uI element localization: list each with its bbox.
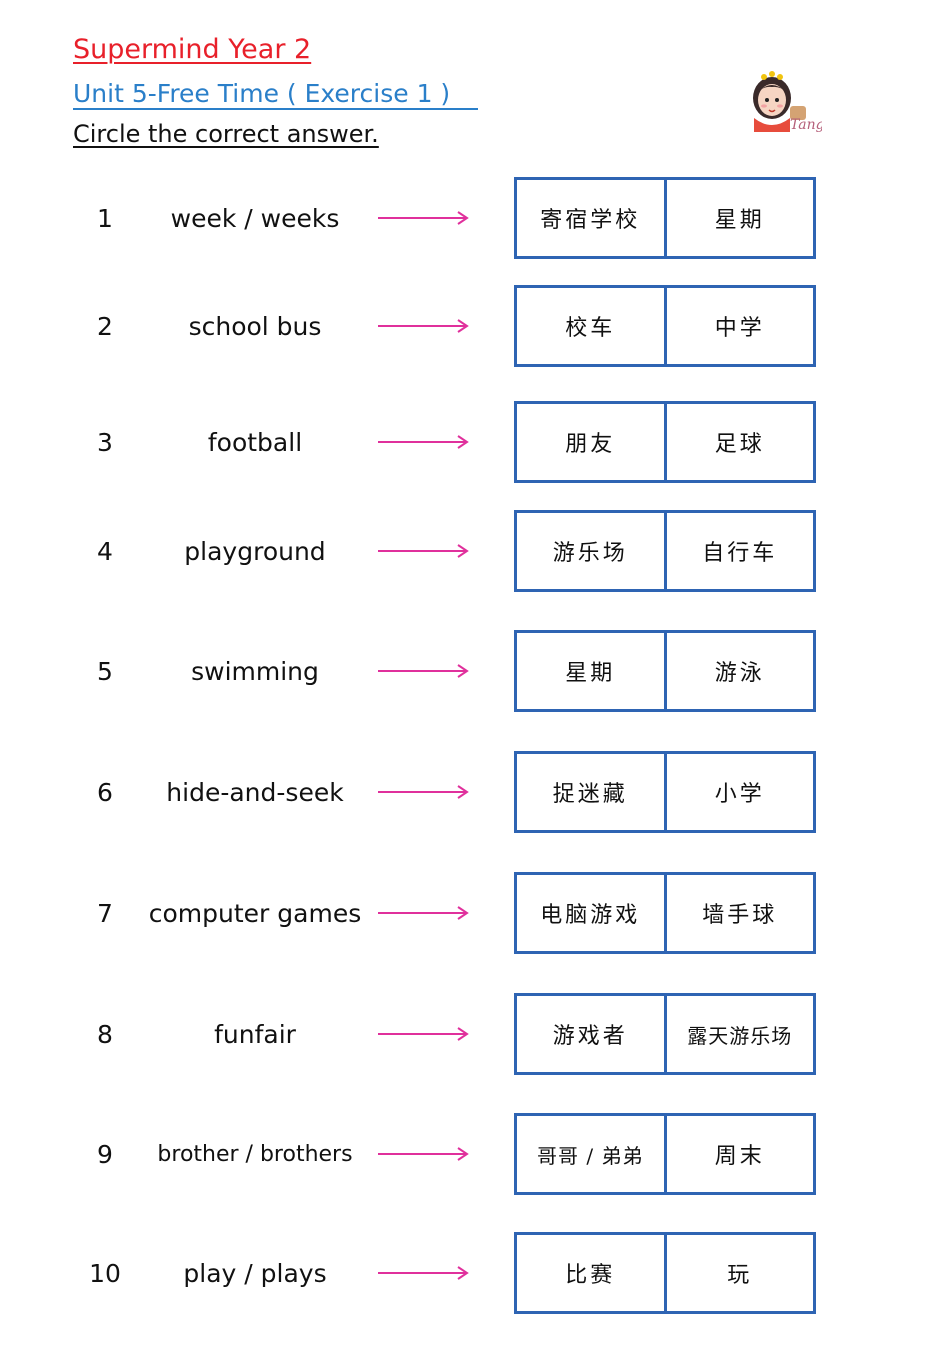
question-number: 4 [97, 536, 113, 566]
arrow-right-icon [378, 544, 469, 558]
answer-option-a[interactable]: 校车 [517, 288, 667, 364]
english-word: school bus [188, 311, 322, 341]
question-number: 9 [97, 1139, 113, 1169]
answer-choices: 寄宿学校 星期 [514, 177, 816, 259]
answer-choices: 校车 中学 [514, 285, 816, 367]
answer-choices: 捉迷藏 小学 [514, 751, 816, 833]
answer-choices: 朋友 足球 [514, 401, 816, 483]
english-word: swimming [191, 656, 319, 686]
exercise-row: 9 brother / brothers 哥哥 / 弟弟 周末 [0, 1113, 938, 1195]
answer-option-a[interactable]: 电脑游戏 [517, 875, 667, 951]
arrow-right-icon [378, 1027, 469, 1041]
arrow-right-icon [378, 435, 469, 449]
english-word: playground [184, 536, 326, 566]
answer-option-b[interactable]: 足球 [714, 432, 765, 457]
arrow-right-icon [378, 664, 469, 678]
answer-option-b[interactable]: 墙手球 [702, 903, 778, 928]
question-number: 10 [89, 1258, 121, 1288]
exercise-row: 3 football 朋友 足球 [0, 401, 938, 483]
worksheet-title: Supermind Year 2 [73, 34, 312, 65]
answer-option-b[interactable]: 游泳 [714, 661, 765, 686]
logo-text: Tang [790, 117, 822, 132]
english-word: brother / brothers [157, 1141, 353, 1167]
question-number: 2 [97, 311, 113, 341]
answer-option-b[interactable]: 周末 [714, 1144, 765, 1169]
english-word: computer games [148, 898, 362, 928]
answer-option-b[interactable]: 自行车 [702, 541, 778, 566]
answer-choices: 游戏者露天游乐场 [514, 993, 816, 1075]
english-word: football [207, 427, 303, 457]
answer-option-a[interactable]: 星期 [517, 633, 667, 709]
arrow-right-icon [378, 906, 469, 920]
question-number: 1 [97, 203, 113, 233]
question-number: 5 [97, 656, 113, 686]
exercise-row: 6 hide-and-seek 捉迷藏 小学 [0, 751, 938, 833]
english-word: week / weeks [170, 203, 340, 233]
english-word: funfair [214, 1019, 296, 1049]
answer-option-a[interactable]: 寄宿学校 [517, 180, 667, 256]
question-number: 6 [97, 777, 113, 807]
answer-option-a[interactable]: 哥哥 / 弟弟 [517, 1116, 667, 1192]
arrow-right-icon [378, 1147, 469, 1161]
exercise-row: 2 school bus 校车 中学 [0, 285, 938, 367]
exercise-row: 5 swimming 星期 游泳 [0, 630, 938, 712]
arrow-right-icon [378, 211, 469, 225]
answer-choices: 星期 游泳 [514, 630, 816, 712]
question-number: 7 [97, 898, 113, 928]
english-word: hide-and-seek [166, 777, 344, 807]
answer-option-a[interactable]: 捉迷藏 [517, 754, 667, 830]
arrow-right-icon [378, 1266, 469, 1280]
exercise-row: 8 funfair 游戏者露天游乐场 [0, 993, 938, 1075]
answer-option-a[interactable]: 游乐场 [517, 513, 667, 589]
exercise-row: 1 week / weeks 寄宿学校 星期 [0, 177, 938, 259]
answer-choices: 哥哥 / 弟弟 周末 [514, 1113, 816, 1195]
answer-choices: 电脑游戏 墙手球 [514, 872, 816, 954]
instruction-text: Circle the correct answer. [73, 120, 379, 148]
answer-option-a[interactable]: 比赛 [517, 1235, 667, 1311]
answer-option-b[interactable]: 中学 [714, 316, 765, 341]
teacher-logo-icon: Tang [753, 71, 822, 132]
question-number: 8 [97, 1019, 113, 1049]
answer-option-b[interactable]: 小学 [714, 782, 765, 807]
answer-choices: 比赛 玩 [514, 1232, 816, 1314]
question-number: 3 [97, 427, 113, 457]
arrow-right-icon [378, 785, 469, 799]
exercise-row: 4 playground 游乐场 自行车 [0, 510, 938, 592]
unit-heading: Unit 5-Free Time ( Exercise 1 ) [73, 80, 478, 110]
answer-option-a[interactable]: 朋友 [517, 404, 667, 480]
answer-option-a[interactable]: 游戏者 [517, 996, 667, 1072]
exercise-row: 10 play / plays 比赛 玩 [0, 1232, 938, 1314]
exercise-row: 7 computer games 电脑游戏 墙手球 [0, 872, 938, 954]
answer-option-b[interactable]: 星期 [714, 208, 765, 233]
english-word: play / plays [183, 1258, 327, 1288]
answer-option-b[interactable]: 露天游乐场 [687, 1023, 793, 1048]
answer-choices: 游乐场 自行车 [514, 510, 816, 592]
answer-option-b[interactable]: 玩 [727, 1263, 753, 1288]
arrow-right-icon [378, 319, 469, 333]
